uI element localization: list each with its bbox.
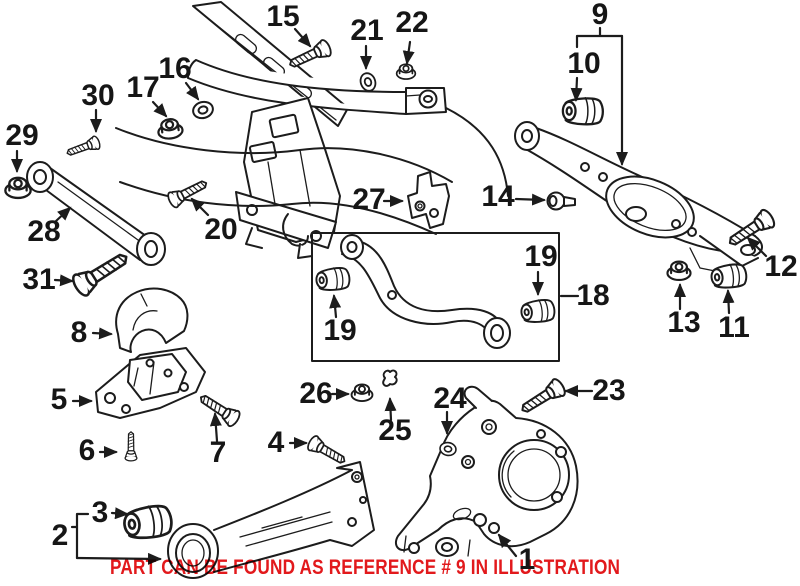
callout-19: 19 [524, 240, 558, 273]
callout-16: 16 [158, 52, 192, 85]
callout-14: 14 [481, 180, 515, 213]
nut-13 [666, 260, 692, 282]
callout-29: 29 [5, 119, 39, 152]
bolt-4 [305, 433, 350, 470]
callout-21: 21 [350, 14, 384, 47]
washer-16 [190, 98, 216, 122]
callout-25: 25 [378, 414, 412, 447]
bump-stop-cover [115, 287, 189, 353]
callout-18: 18 [576, 279, 610, 312]
callout-30: 30 [81, 79, 115, 112]
callout-5: 5 [50, 383, 68, 416]
callout-2: 2 [51, 519, 69, 552]
callout-1: 1 [518, 543, 536, 576]
arm-bushing-19-left [314, 265, 352, 293]
callout-22: 22 [395, 6, 429, 39]
callout-7: 7 [209, 436, 227, 469]
upper-arm-inset-box [311, 232, 560, 362]
nut-22 [395, 63, 417, 80]
callout-20: 20 [204, 213, 238, 246]
callout-26: 26 [299, 377, 333, 410]
callout-28: 28 [27, 215, 61, 248]
bracket-27 [407, 171, 450, 229]
callout-24: 24 [433, 382, 467, 415]
arm-bushing-19-right [519, 297, 557, 325]
callout-19: 19 [323, 314, 357, 347]
callout-15: 15 [266, 0, 300, 33]
callout-17: 17 [126, 71, 160, 104]
bushing-11 [709, 261, 749, 291]
callout-31: 31 [22, 263, 56, 296]
knuckle-bolt-1 [488, 522, 500, 534]
bolt-31 [68, 245, 134, 300]
bushing-3 [121, 502, 175, 543]
nut-17 [155, 116, 185, 142]
trailing-arm [167, 461, 375, 579]
nut-26 [350, 383, 374, 402]
lower-control-arm [514, 121, 763, 273]
callout-12: 12 [764, 250, 798, 283]
bolt-20 [165, 174, 211, 210]
callout-8: 8 [70, 316, 88, 349]
mount-bracket [95, 347, 206, 419]
callout-11: 11 [718, 311, 750, 344]
callout-10: 10 [567, 47, 601, 80]
callout-9: 9 [591, 0, 609, 31]
bolt-7 [195, 388, 243, 430]
callout-6: 6 [78, 434, 96, 467]
callout-23: 23 [592, 374, 626, 407]
leader-arrows [11, 26, 768, 565]
reference-banner: PART CAN BE FOUND AS REFERENCE # 9 IN IL… [110, 556, 621, 579]
bolt-14 [546, 191, 576, 211]
track-rod [26, 161, 166, 266]
callout-3: 3 [91, 496, 109, 529]
clip-25 [382, 369, 398, 387]
screw-6 [124, 431, 138, 462]
bolt-30 [64, 134, 103, 161]
bolt-23 [516, 376, 569, 420]
nut-29 [4, 176, 32, 200]
bushing-10 [561, 96, 604, 126]
callout-4: 4 [267, 426, 285, 459]
wheel-knuckle [394, 385, 579, 557]
callout-27: 27 [352, 183, 386, 216]
callout-13: 13 [667, 306, 701, 339]
